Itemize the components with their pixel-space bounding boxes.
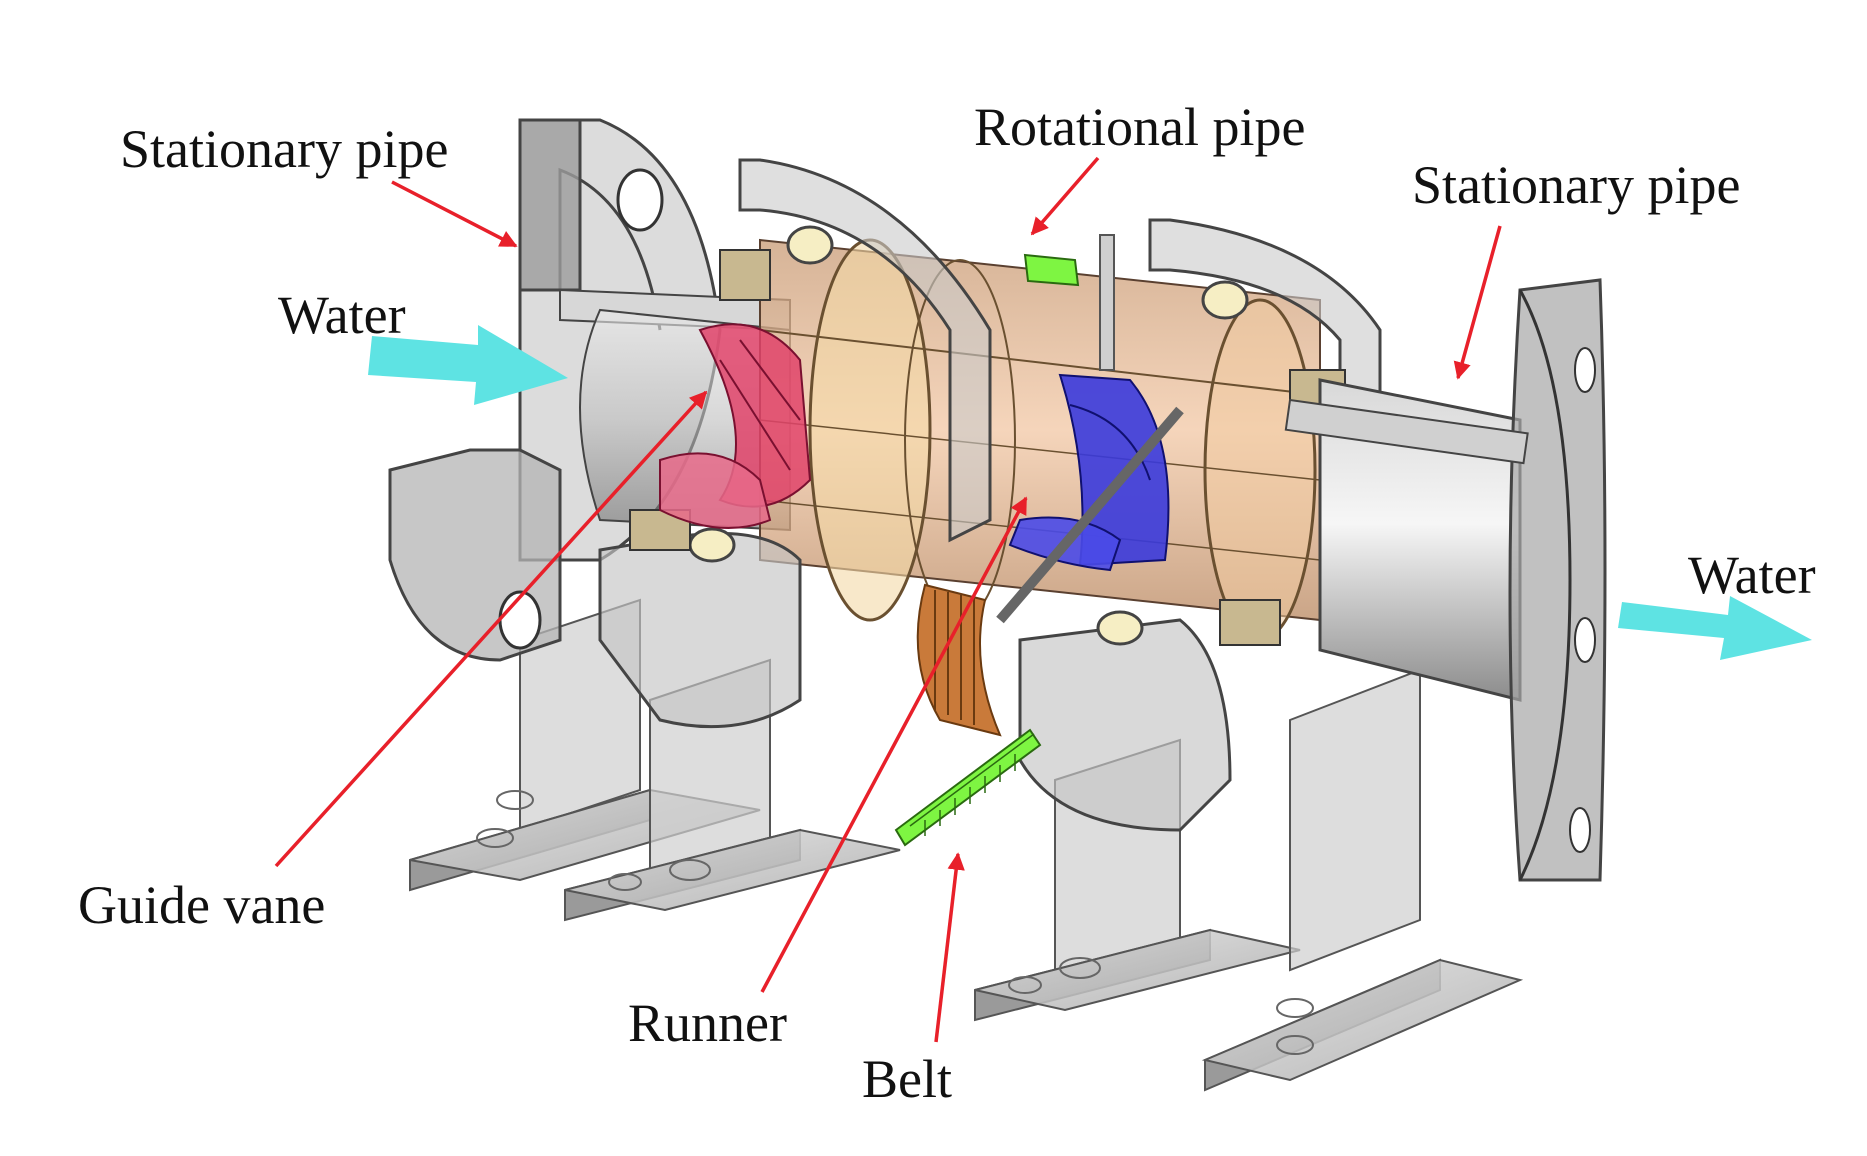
bolt-hole [496,790,534,810]
leader-runner [760,496,1028,993]
bolt-hole [1059,957,1101,979]
bolt-hole [476,828,514,848]
guide-vane [659,323,812,529]
bolt-hole [616,168,664,232]
bolt-hole [669,859,711,881]
belt-drive [894,253,1080,847]
shaft-pin [1099,234,1115,371]
belt [894,728,1042,847]
water-inlet-arrow [368,325,568,405]
shaft [996,406,1184,624]
leader-guide-vane [274,390,708,868]
leader-rotational [1030,156,1100,236]
leader-stationary-right [1453,225,1502,380]
label-stationary-pipe-right: Stationary pipe [1412,155,1741,215]
bolt-hole [498,590,542,650]
rotational-pipe [759,238,1321,642]
seal-left-upper [719,249,771,301]
label-stationary-pipe-left: Stationary pipe [120,119,449,179]
bolt-hole [1276,998,1314,1018]
bearing-housings [598,158,1382,832]
water-outlet-arrow [1618,596,1812,660]
label-guide-vane: Guide vane [78,875,326,935]
seal-right-lower [1219,599,1281,646]
bolt-hole [1574,347,1596,393]
label-water-inlet: Water [278,285,406,345]
label-belt: Belt [862,1049,952,1109]
support-stand-4 [1201,668,1524,1092]
bolt-hole [608,873,642,891]
label-rotational-pipe: Rotational pipe [974,97,1306,157]
label-runner: Runner [628,993,787,1053]
bolt-hole [1276,1035,1314,1055]
bolt-hole [1008,976,1042,994]
label-water-outlet: Water [1688,545,1816,605]
leader-belt [934,852,965,1043]
bolt-hole [1569,807,1591,853]
bolt-hole [1574,617,1596,663]
leader-stationary-left [391,180,518,248]
bearing-ball [1201,280,1249,320]
runner [996,234,1184,624]
stationary-pipe-right [1284,278,1607,882]
bearing-ball [688,527,736,563]
leader-arrows [274,156,1502,1043]
bearing-ball [1096,610,1144,646]
bearing-ball [786,225,834,265]
